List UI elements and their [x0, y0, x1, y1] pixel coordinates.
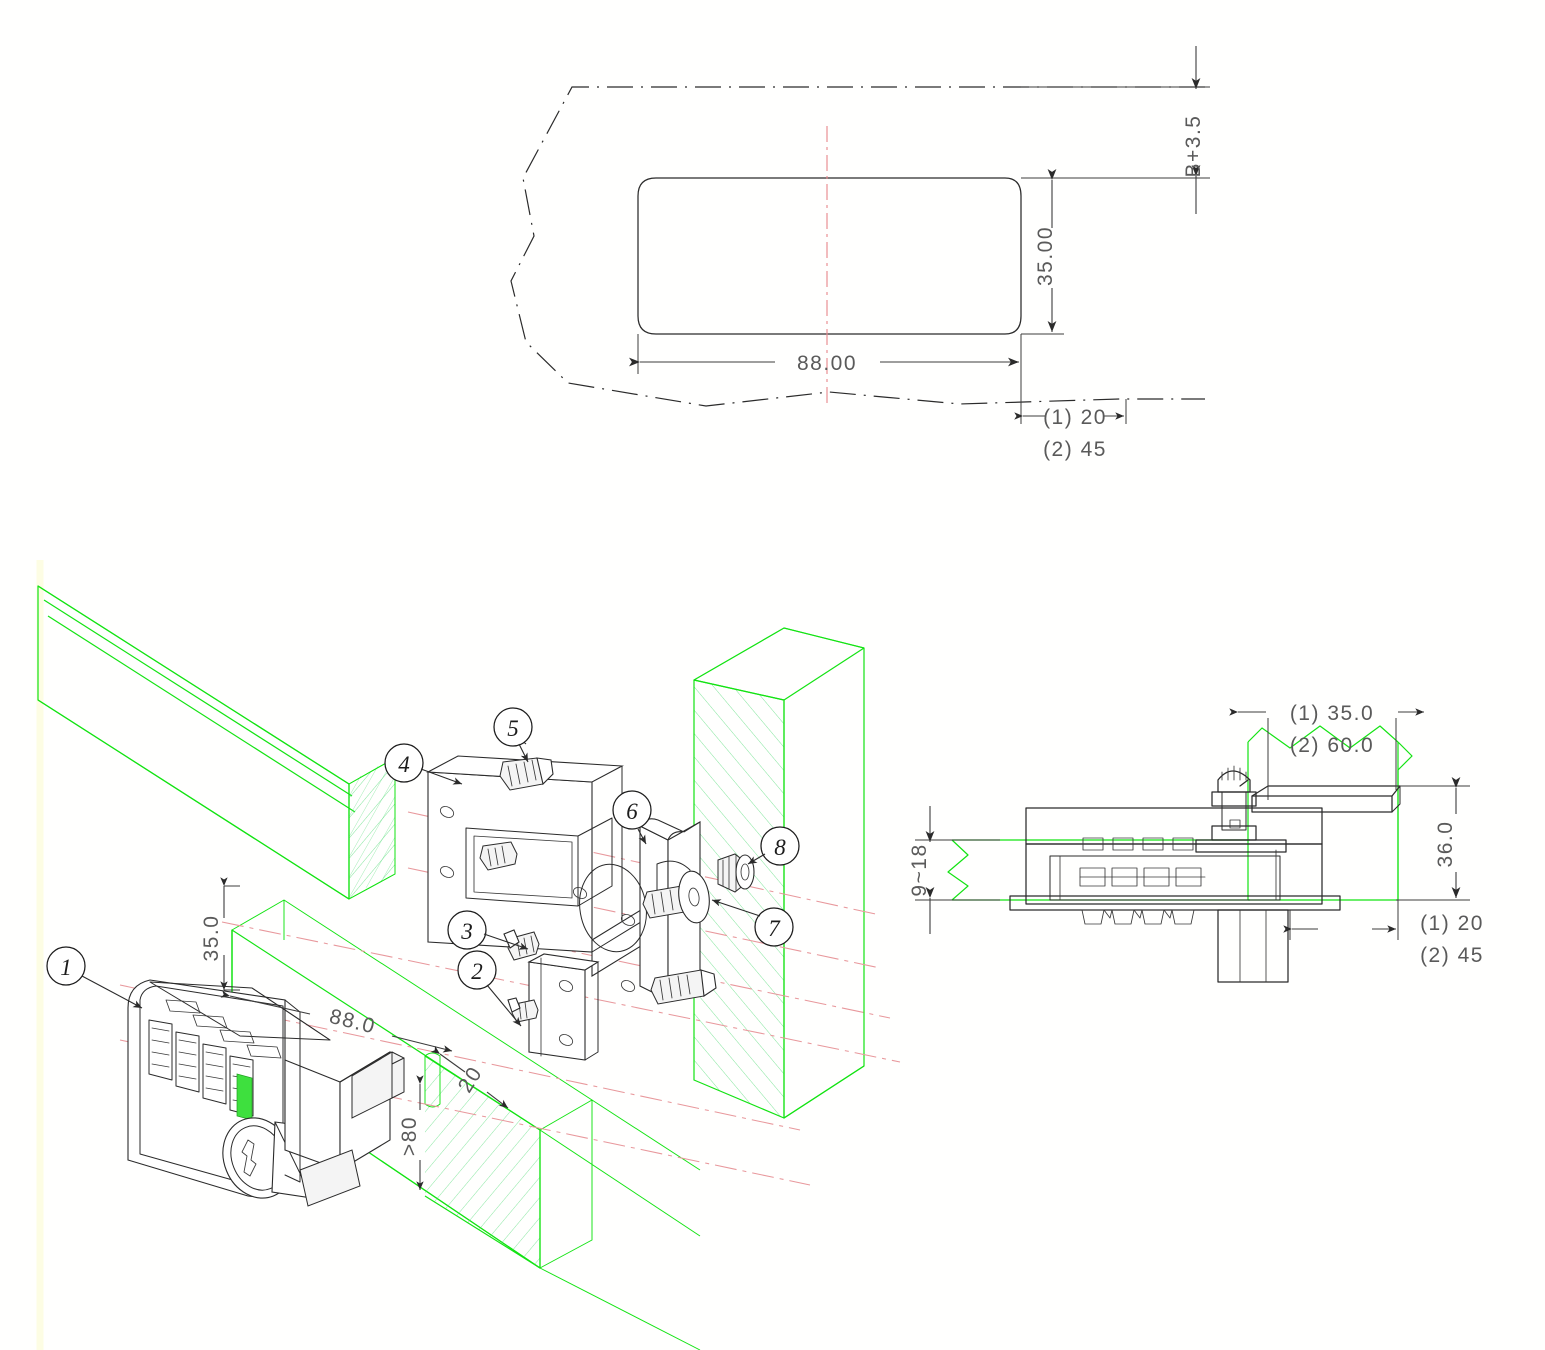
dim-label-iso-35: 35.0	[200, 915, 223, 962]
part-screw-long-top	[499, 732, 554, 791]
dim-label-iso-88: 88.0	[327, 1005, 378, 1039]
balloon-label-1: 1	[60, 955, 72, 980]
part-washer	[678, 870, 710, 924]
dim-iso-35	[220, 877, 240, 991]
balloon-6	[612, 790, 652, 845]
section-lock-body	[1009, 807, 1341, 983]
dim-edge-distance	[1021, 46, 1210, 214]
dim-label-section-opt1: (1) 20	[1420, 912, 1484, 935]
balloon-1	[46, 946, 143, 1009]
cabinet-rail-end-hatch	[348, 757, 396, 900]
dim-label-section-depth: 36.0	[1434, 821, 1457, 868]
panel-cutout-view	[510, 46, 1210, 424]
balloon-2	[457, 950, 522, 1027]
dim-label-cutout-opt1: (1) 20	[1043, 406, 1107, 429]
cutout-rect	[637, 177, 1022, 335]
balloon-label-7: 7	[768, 916, 781, 941]
dim-section-panel-thickness	[915, 806, 1000, 934]
part-nut	[717, 853, 755, 893]
dim-label-cutout-height: 35.00	[1034, 226, 1057, 286]
dim-iso-88	[220, 990, 453, 1053]
cabinet-shelf-face	[539, 1099, 701, 1350]
section-dial-bodies	[1079, 867, 1206, 887]
balloon-label-3: 3	[460, 919, 473, 944]
dim-cutout-offset	[1014, 334, 1127, 424]
dim-iso-20	[430, 1045, 509, 1109]
screw-mid-bracket	[479, 841, 518, 871]
balloon-label-4: 4	[398, 752, 410, 777]
section-dial-tops	[1082, 837, 1194, 851]
lock-status-indicator	[236, 1073, 253, 1121]
lock-combination-dials	[148, 1019, 254, 1117]
exploded-assembly-view	[37, 585, 901, 1350]
dim-section-depth	[1396, 777, 1470, 901]
cabinet-top-rail	[37, 585, 396, 900]
balloon-label-6: 6	[626, 799, 638, 824]
part-strike-plate	[507, 953, 600, 1061]
cabinet-vertical-stile	[693, 627, 865, 1119]
balloon-8	[747, 826, 800, 866]
section-dial-bottoms	[1081, 909, 1195, 925]
balloon-label-5: 5	[507, 716, 519, 741]
dim-label-cam-reach-2: (2) 60.0	[1290, 734, 1374, 757]
dim-section-offset	[1283, 900, 1399, 940]
section-cam-assembly	[1195, 765, 1401, 853]
panel-outline	[510, 86, 1205, 407]
cabinet-bottom-shelf	[231, 899, 593, 1269]
balloon-3	[447, 910, 529, 950]
dim-label-cam-reach-1: (1) 35.0	[1290, 702, 1374, 725]
part-combination-lock-body	[127, 979, 405, 1207]
balloon-4	[384, 743, 463, 785]
lock-barrel	[284, 1051, 405, 1207]
lock-top-windows	[165, 999, 282, 1059]
dim-label-cutout-width: 88.00	[797, 352, 857, 375]
dim-label-edge-b: B+3.5	[1182, 115, 1205, 178]
dim-label-section-opt2: (2) 45	[1420, 944, 1484, 967]
balloon-label-8: 8	[774, 835, 786, 860]
dim-label-iso-min80: >80	[398, 1116, 421, 1156]
side-section-view	[915, 708, 1470, 983]
balloon-7	[711, 899, 794, 947]
dim-section-cam-reach	[1229, 708, 1424, 800]
dim-label-panel-thickness: 9~18	[908, 843, 931, 896]
section-door-panel	[947, 839, 1250, 901]
balloon-5	[493, 707, 533, 763]
dim-label-cutout-opt2: (2) 45	[1043, 438, 1107, 461]
balloon-label-2: 2	[471, 959, 483, 984]
